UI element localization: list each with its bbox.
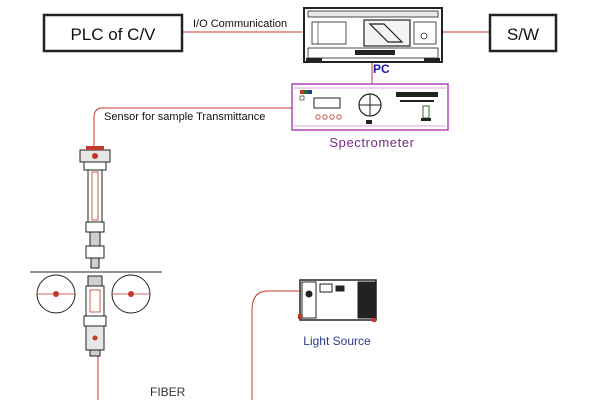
fiber-label: FIBER: [150, 385, 186, 399]
spectrometer-label: Spectrometer: [329, 135, 414, 150]
io-communication-label: I/O Communication: [193, 18, 287, 30]
sensor-assembly-icon: [79, 146, 111, 269]
lower-sensor-assembly: [83, 275, 107, 357]
fiber-cable: [251, 290, 300, 400]
connection-lines: [93, 31, 490, 400]
roller-icon: [111, 274, 151, 314]
roller-icon: [36, 274, 76, 314]
light-source-icon: [298, 279, 377, 322]
sensor-label: Sensor for sample Transmittance: [104, 111, 265, 123]
sensor-fiber-line: [93, 107, 292, 150]
plc-label: PLC of C/V: [70, 25, 156, 44]
plc-box: PLC of C/V: [42, 13, 184, 53]
pc-unit-icon: [303, 7, 443, 63]
light-source-label: Light Source: [303, 334, 371, 348]
spectrometer-icon: [291, 83, 449, 131]
sw-box: S/W: [488, 13, 558, 53]
pc-label: PC: [373, 62, 390, 76]
sw-label: S/W: [507, 25, 539, 44]
